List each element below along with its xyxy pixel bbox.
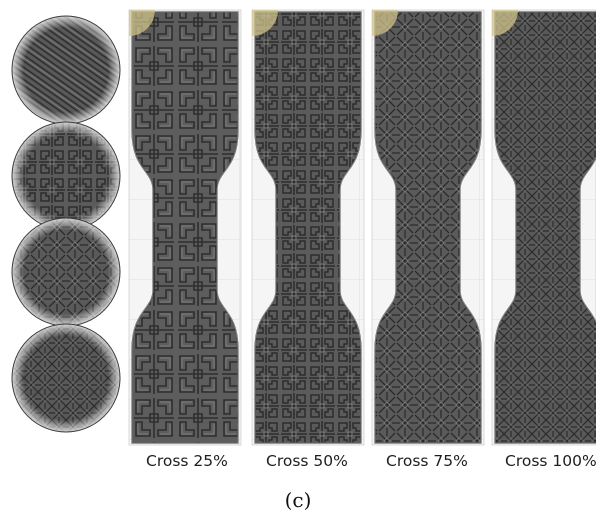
specimen-panel [371, 9, 485, 446]
specimen-caption: Cross 100% [505, 452, 596, 470]
specimen-panels [128, 9, 596, 446]
corner-marker [129, 10, 155, 36]
cross-section-disc [11, 323, 121, 433]
corner-marker [372, 10, 398, 36]
cross-section-disc [11, 15, 121, 125]
specimen-panel [128, 9, 242, 446]
specimen-caption: Cross 75% [386, 452, 468, 470]
panel-label: (c) [284, 488, 312, 512]
cross-section-disc [11, 217, 121, 327]
cross-section-column [11, 15, 121, 433]
specimen-panel [491, 9, 596, 446]
specimen-panel [251, 9, 365, 446]
corner-marker [252, 10, 278, 36]
specimen-caption: Cross 50% [266, 452, 348, 470]
cross-section-disc [11, 121, 121, 231]
specimen-caption: Cross 25% [146, 452, 228, 470]
corner-marker [492, 10, 518, 36]
